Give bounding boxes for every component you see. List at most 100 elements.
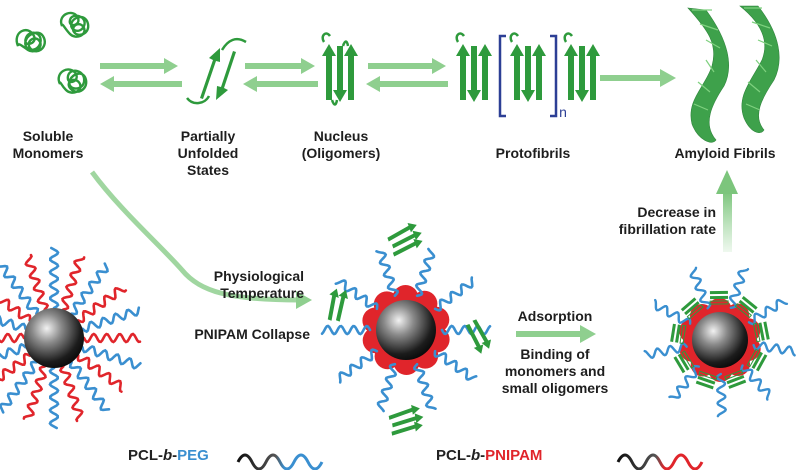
label-line: Soluble (22, 128, 74, 144)
bound-strand (677, 353, 690, 371)
partially-unfolded-icon (186, 38, 247, 105)
label-line: small oligomers (501, 380, 609, 396)
equilibrium-arrow-1 (100, 58, 182, 92)
peg-chain (81, 345, 142, 370)
label-line: States (186, 162, 230, 178)
peg-chain (747, 298, 789, 326)
peg-chain (414, 247, 436, 298)
pnipam-chain (0, 352, 31, 382)
particle-core (376, 300, 436, 360)
bound-strand (724, 369, 744, 381)
bound-protein (670, 323, 687, 345)
peg-chain (376, 362, 398, 413)
label-line: Unfolded (177, 145, 239, 161)
peg-chain (740, 364, 771, 401)
peg-chain (0, 264, 40, 315)
bound-protein (709, 290, 729, 305)
label-amyloid-fibrils: Amyloid Fibrils (660, 145, 790, 162)
peg-chain (338, 348, 379, 384)
bound-strand (734, 303, 753, 319)
oligomer-bracket (498, 34, 558, 118)
protofibril-subscript: n (559, 104, 567, 120)
label-line: Protofibrils (495, 145, 571, 161)
legend-pnipam-chain (616, 453, 704, 470)
peg-chain (375, 250, 399, 298)
label-nucleus: Nucleus (Oligomers) (286, 128, 396, 162)
legend-italic: b (163, 447, 173, 464)
label-line: Binding of (520, 346, 590, 362)
legend-peg-chain (236, 453, 324, 470)
label-line: Amyloid Fibrils (674, 145, 776, 161)
bound-strand (738, 299, 755, 314)
bound-strand (679, 324, 687, 345)
equilibrium-arrow-3 (366, 58, 448, 92)
peg-chain (668, 364, 700, 399)
pnipam-chain (77, 287, 128, 324)
legend-dash: - (480, 447, 486, 464)
peg-chain (0, 360, 38, 414)
peg-chain (0, 315, 27, 331)
legend-suffix: PEG (177, 447, 209, 464)
peg-chain (70, 262, 109, 316)
label-line: Physiological (213, 268, 304, 284)
peg-chain (334, 279, 379, 311)
bound-strand (726, 374, 745, 385)
amyloid-fibril-icon (687, 5, 780, 143)
bound-strand (752, 322, 761, 343)
label-soluble-monomers: Soluble Monomers (0, 128, 96, 162)
pnipam-chain (82, 332, 142, 344)
bound-strand (741, 296, 758, 310)
label-decrease-fibrillation: Decrease in fibrillation rate (596, 204, 716, 238)
legend-italic: b (471, 447, 481, 464)
label-partially-unfolded: Partially Unfolded States (160, 128, 256, 179)
bound-protein (673, 350, 695, 374)
peg-chain (654, 298, 692, 325)
peg-chain (643, 342, 688, 359)
bound-strand (746, 348, 760, 368)
peg-chain (752, 341, 796, 357)
pnipam-chain (24, 253, 50, 311)
label-line: Nucleus (313, 128, 369, 144)
label-line: monomers and (504, 363, 606, 379)
legend-suffix: PNIPAM (485, 447, 543, 464)
pnipam-chain (61, 256, 86, 311)
label-line: Partially (180, 128, 236, 144)
label-pnipam-collapse: PNIPAM Collapse (170, 326, 310, 343)
label-line: (Oligomers) (301, 145, 381, 161)
bound-strand (686, 304, 704, 320)
growth-arrow (600, 69, 676, 87)
label-line: Monomers (12, 145, 84, 161)
bound-strand (681, 350, 695, 369)
decrease-arrow (716, 170, 738, 252)
label-protofibrils: Protofibrils (478, 145, 588, 162)
legend-dash: - (172, 447, 178, 464)
bound-strand (751, 351, 763, 369)
pnipam-chain (22, 365, 47, 420)
pathway-arrow (89, 170, 312, 309)
bound-strand (755, 354, 768, 372)
nanoparticle-pcl-peg-pnipam (0, 246, 142, 430)
pnipam-chain (76, 354, 123, 393)
bound-strand (695, 380, 714, 390)
bound-strand (698, 370, 718, 381)
pnipam-chain (58, 365, 84, 423)
peg-chain (413, 362, 437, 410)
label-line: Adsorption (517, 308, 593, 324)
peg-chain (433, 276, 474, 312)
peg-chain (68, 361, 111, 412)
label-line: fibrillation rate (618, 221, 716, 237)
label-binding: Binding of monomers and small oligomers (498, 346, 612, 397)
bound-strand (758, 322, 765, 341)
label-adsorption: Adsorption (500, 308, 610, 325)
peg-chain (48, 246, 60, 310)
legend-pcl-pnipam: PCL-b-PNIPAM (436, 447, 542, 464)
bound-strand (675, 324, 681, 343)
nanoparticle-collapsed (320, 247, 492, 413)
bound-strand (680, 297, 697, 312)
peg-chain (48, 366, 60, 430)
bound-protein (695, 370, 718, 390)
particle-core (692, 312, 748, 368)
bound-protein (752, 321, 770, 343)
bound-protein (746, 348, 768, 372)
